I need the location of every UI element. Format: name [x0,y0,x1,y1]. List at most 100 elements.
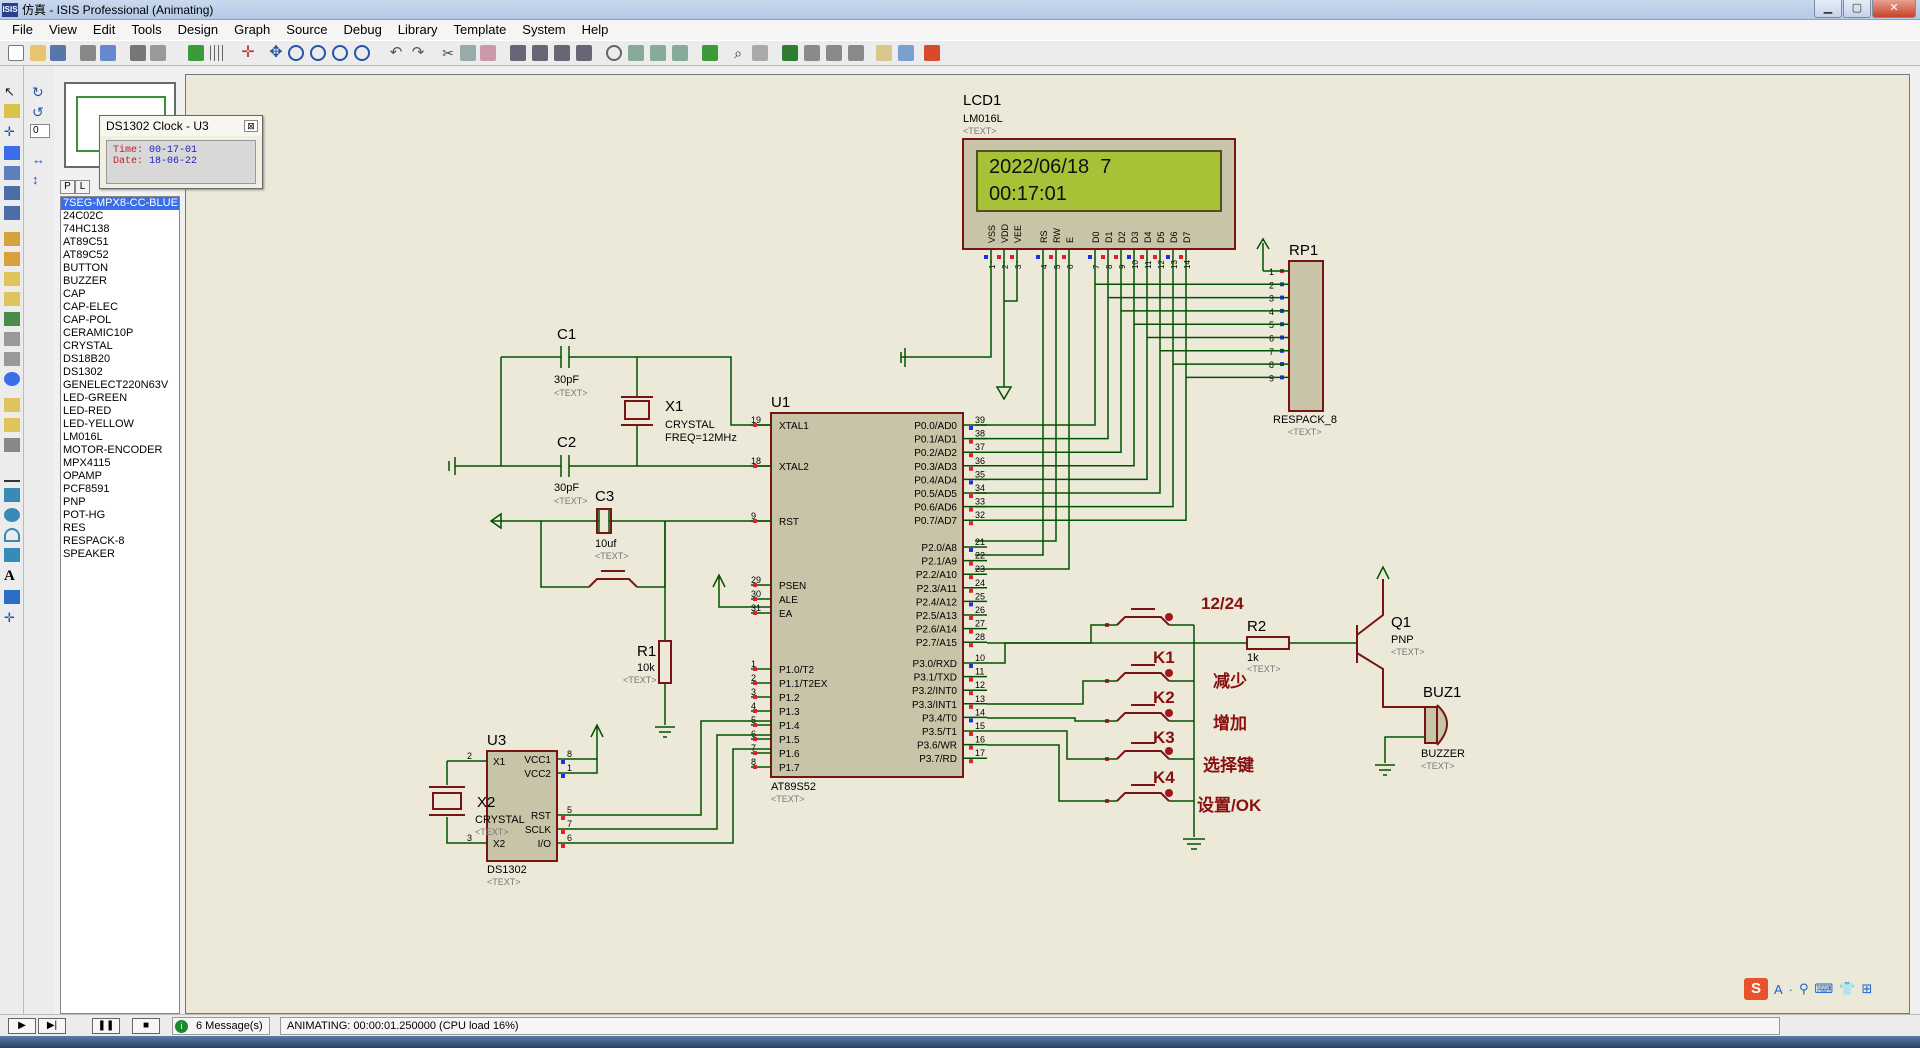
device-item[interactable]: LED-GREEN [63,392,128,404]
print-area-icon[interactable] [150,45,166,61]
device-item[interactable]: 74HC138 [63,223,110,235]
device-item[interactable]: DS1302 [63,366,103,378]
zoom-out-icon[interactable] [310,45,326,61]
step-button[interactable]: ▶| [38,1018,66,1034]
exit-to-parent-icon[interactable] [826,45,842,61]
device-item[interactable]: CERAMIC10P [63,327,134,339]
ime-punct-icon[interactable]: · [1788,981,1794,997]
device-item[interactable]: POT-HG [63,509,106,521]
device-item[interactable]: BUZZER [63,275,107,287]
menu-library[interactable]: Library [397,22,438,37]
decompose-icon[interactable] [672,45,688,61]
2d-arc-icon[interactable] [4,528,20,542]
graph-icon[interactable] [4,272,20,286]
menu-graph[interactable]: Graph [234,22,271,37]
2d-text-icon[interactable]: A [4,568,15,584]
menu-edit[interactable]: Edit [92,22,116,37]
ime-logo[interactable]: S [1744,978,1768,1000]
device-item[interactable]: PCF8591 [63,483,110,495]
subcircuit-icon[interactable] [4,206,20,220]
mirror-x-icon[interactable]: ↔ [32,152,45,167]
device-item[interactable]: LM016L [63,431,103,443]
refresh-icon[interactable] [188,45,204,61]
schematic-canvas[interactable]: .w{stroke:#005200;stroke-width:1.5;fill:… [99,74,1911,1015]
menu-source[interactable]: Source [286,22,328,37]
zoom-area-icon[interactable] [354,45,370,61]
minimize-button[interactable]: ▁ [1814,0,1842,18]
popup-close-button[interactable]: ⊠ [244,120,258,132]
device-item[interactable]: BUTTON [63,262,109,274]
packaging-tool-icon[interactable] [650,45,666,61]
device-item[interactable]: CRYSTAL [63,340,113,352]
2d-rect-icon[interactable] [4,488,20,502]
virtual-instruments-icon[interactable] [4,372,20,386]
u3-body[interactable] [486,750,558,862]
menu-system[interactable]: System [522,22,566,37]
netlist-icon[interactable] [848,45,864,61]
device-item[interactable]: MPX4115 [63,457,111,469]
rp1-body[interactable] [1288,260,1324,412]
schematic-svg[interactable]: .w{stroke:#005200;stroke-width:1.5;fill:… [186,75,1911,1015]
q1-transistor[interactable] [1356,579,1425,708]
menu-template[interactable]: Template [453,22,507,37]
cut-icon[interactable]: ✂ [442,45,454,61]
import-icon[interactable] [80,45,96,61]
ds1302-clock-popup[interactable]: DS1302 Clock - U3 ⊠ Time: 00-17-01 Date:… [99,115,263,189]
open-folder-icon[interactable] [30,45,46,61]
menu-design[interactable]: Design [177,22,219,37]
block-rotate-icon[interactable] [554,45,570,61]
paste-icon[interactable] [480,45,496,61]
print-icon[interactable] [130,45,146,61]
x1-body[interactable] [624,400,650,420]
key-switch[interactable] [1116,742,1170,760]
r2-body[interactable] [1246,636,1290,650]
library-manager-tab[interactable]: L [75,180,90,194]
close-button[interactable]: ✕ [1872,0,1916,18]
device-item[interactable]: OPAMP [63,470,102,482]
grid-icon[interactable] [210,45,226,61]
ime-skin-icon[interactable]: 👕 [1839,981,1856,996]
ime-toolbar[interactable]: S A · ⚲ ⌨ 👕 ⊞ [1744,976,1872,1002]
component-mode-icon[interactable] [4,104,20,118]
selection-mode-icon[interactable]: ↖ [4,84,15,99]
key-switch[interactable] [1116,704,1170,722]
play-button[interactable]: ▶ [8,1018,36,1034]
redo-icon[interactable]: ↷ [411,44,425,61]
key-switch[interactable] [1116,784,1170,802]
electrical-rule-check-icon[interactable] [898,45,914,61]
2d-line-tool-icon[interactable] [4,468,20,482]
buz1-body[interactable] [1424,704,1448,746]
r1-body[interactable] [658,640,672,684]
isis-app-icon[interactable]: ISIS [2,2,18,17]
device-item[interactable]: LED-RED [63,405,112,417]
menu-view[interactable]: View [48,22,77,37]
device-list[interactable]: 7SEG-MPX8-CC-BLUE 24C02C 74HC138 AT89C51… [60,196,180,1014]
messages-panel[interactable]: i 6 Message(s) [172,1017,270,1035]
text-script-icon[interactable] [4,166,20,180]
save-icon[interactable] [50,45,66,61]
device-item[interactable]: AT89C52 [63,249,109,261]
property-tool-icon[interactable] [752,45,768,61]
make-device-icon[interactable] [628,45,644,61]
maximize-button[interactable]: ▢ [1843,0,1871,18]
ime-mic-icon[interactable]: ⚲ [1799,981,1809,996]
x2-body[interactable] [432,792,462,810]
2d-path-icon[interactable] [4,548,20,562]
device-item[interactable]: RESPACK-8 [63,535,125,547]
rotate-clockwise-icon[interactable]: ↻ [32,84,44,100]
zoom-all-icon[interactable] [332,45,348,61]
menu-debug[interactable]: Debug [343,22,382,37]
new-file-icon[interactable] [8,45,24,61]
rotate-anticlockwise-icon[interactable]: ↺ [32,104,44,120]
ime-mode-icon[interactable]: A [1774,981,1783,997]
c3-body[interactable] [596,508,612,534]
wire-label-icon[interactable] [4,146,20,160]
new-sheet-icon[interactable] [782,45,798,61]
menu-tools[interactable]: Tools [131,22,162,37]
device-item[interactable]: CAP [63,288,86,300]
junction-dot-icon[interactable]: ✛ [4,124,15,139]
block-copy-icon[interactable] [510,45,526,61]
u1-body[interactable] [770,412,964,778]
export-icon[interactable] [100,45,116,61]
device-item[interactable]: GENELECT220N63V [63,379,169,391]
